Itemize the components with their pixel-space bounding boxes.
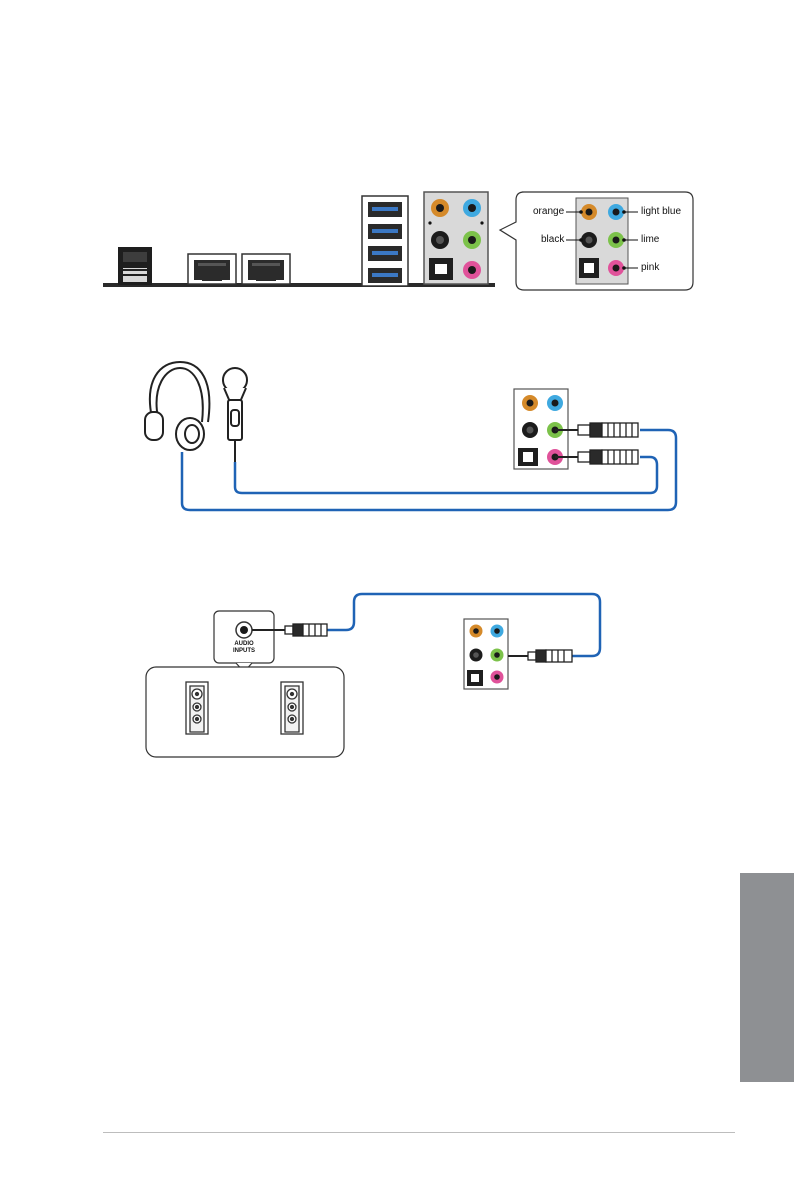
speaker-icon [281, 682, 303, 734]
headphones-icon [145, 362, 209, 450]
footer-divider [103, 1132, 735, 1133]
audio-inputs-line2: INPUTS [224, 648, 264, 655]
audio-inputs-label: AUDIO INPUTS [224, 641, 264, 655]
audio-jack-panel [464, 619, 508, 689]
microphone-icon [223, 368, 247, 462]
speaker-enclosure [146, 667, 344, 757]
chapter-side-tab [740, 873, 794, 1082]
audio-inputs-line1: AUDIO [224, 641, 264, 648]
audio-plug-icon [508, 650, 572, 662]
speaker-icon [186, 682, 208, 734]
headphone-cable [182, 430, 676, 510]
